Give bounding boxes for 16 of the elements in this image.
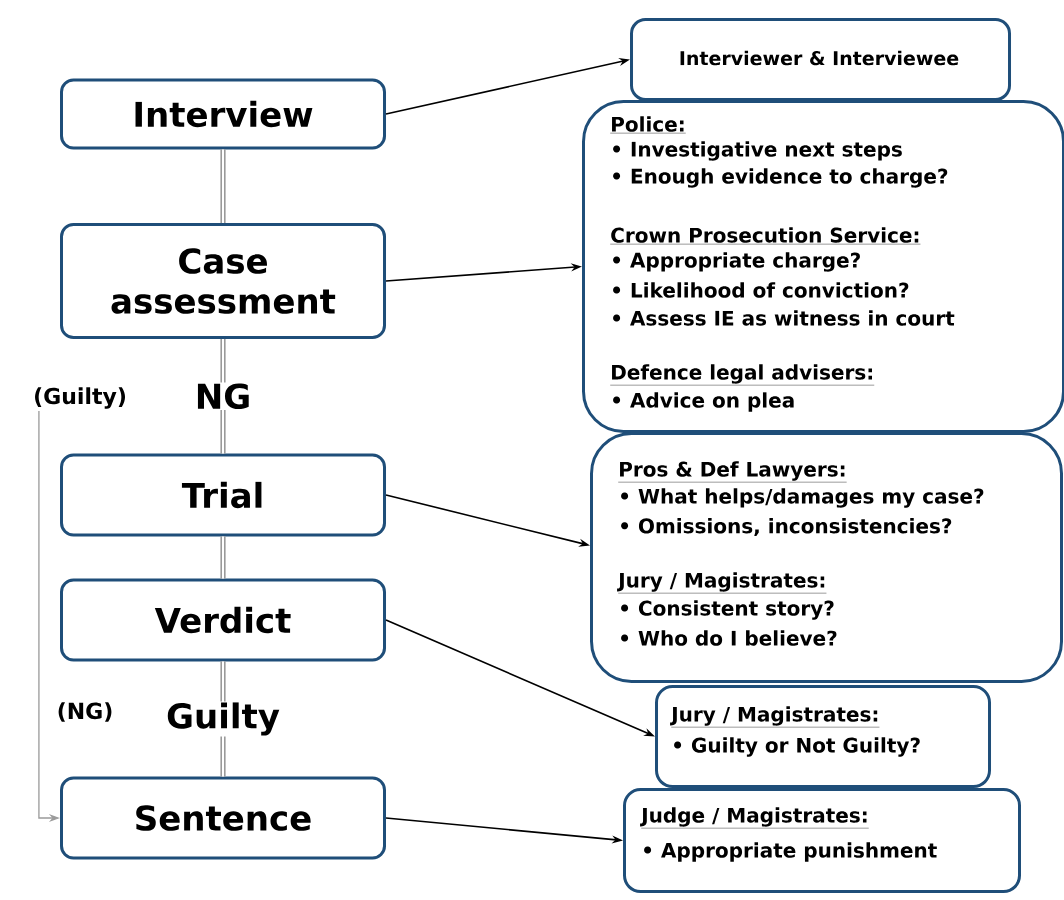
stage-box: Verdict — [60, 578, 386, 662]
chain — [220, 148, 226, 224]
info-box: Judge / Magistrates: • Appropriate punishment — [623, 788, 1021, 893]
stage-box: Interview — [60, 78, 386, 150]
info-box: Pros & Def Lawyers: • What helps/damages my case? • Omissions, inconsistencies? Jury / Magistrates: • Consistent story? • Who do I believe? — [590, 432, 1063, 683]
branch-label: (Guilty) — [35, 387, 125, 409]
chain — [220, 535, 226, 580]
info-box: Jury / Magistrates: • Guilty or Not Guilty? — [655, 685, 991, 788]
edge-label: NG — [193, 382, 253, 411]
stage-box: Trial — [60, 453, 386, 537]
stage-box: Case assessment — [60, 223, 386, 339]
edge-label: Guilty — [165, 701, 281, 737]
stage-box: Sentence — [60, 776, 386, 860]
branch-label: (NG) — [58, 702, 112, 722]
info-box: Interviewer & Interviewee — [630, 18, 1011, 101]
info-box: Police: • Investigative next steps • Enough evidence to charge? Crown Prosecution Service: • Appropriate charge? • Likelihood of conviction? • Assess IE as witness in court Defence legal advisers: • Advice on plea — [582, 100, 1064, 433]
